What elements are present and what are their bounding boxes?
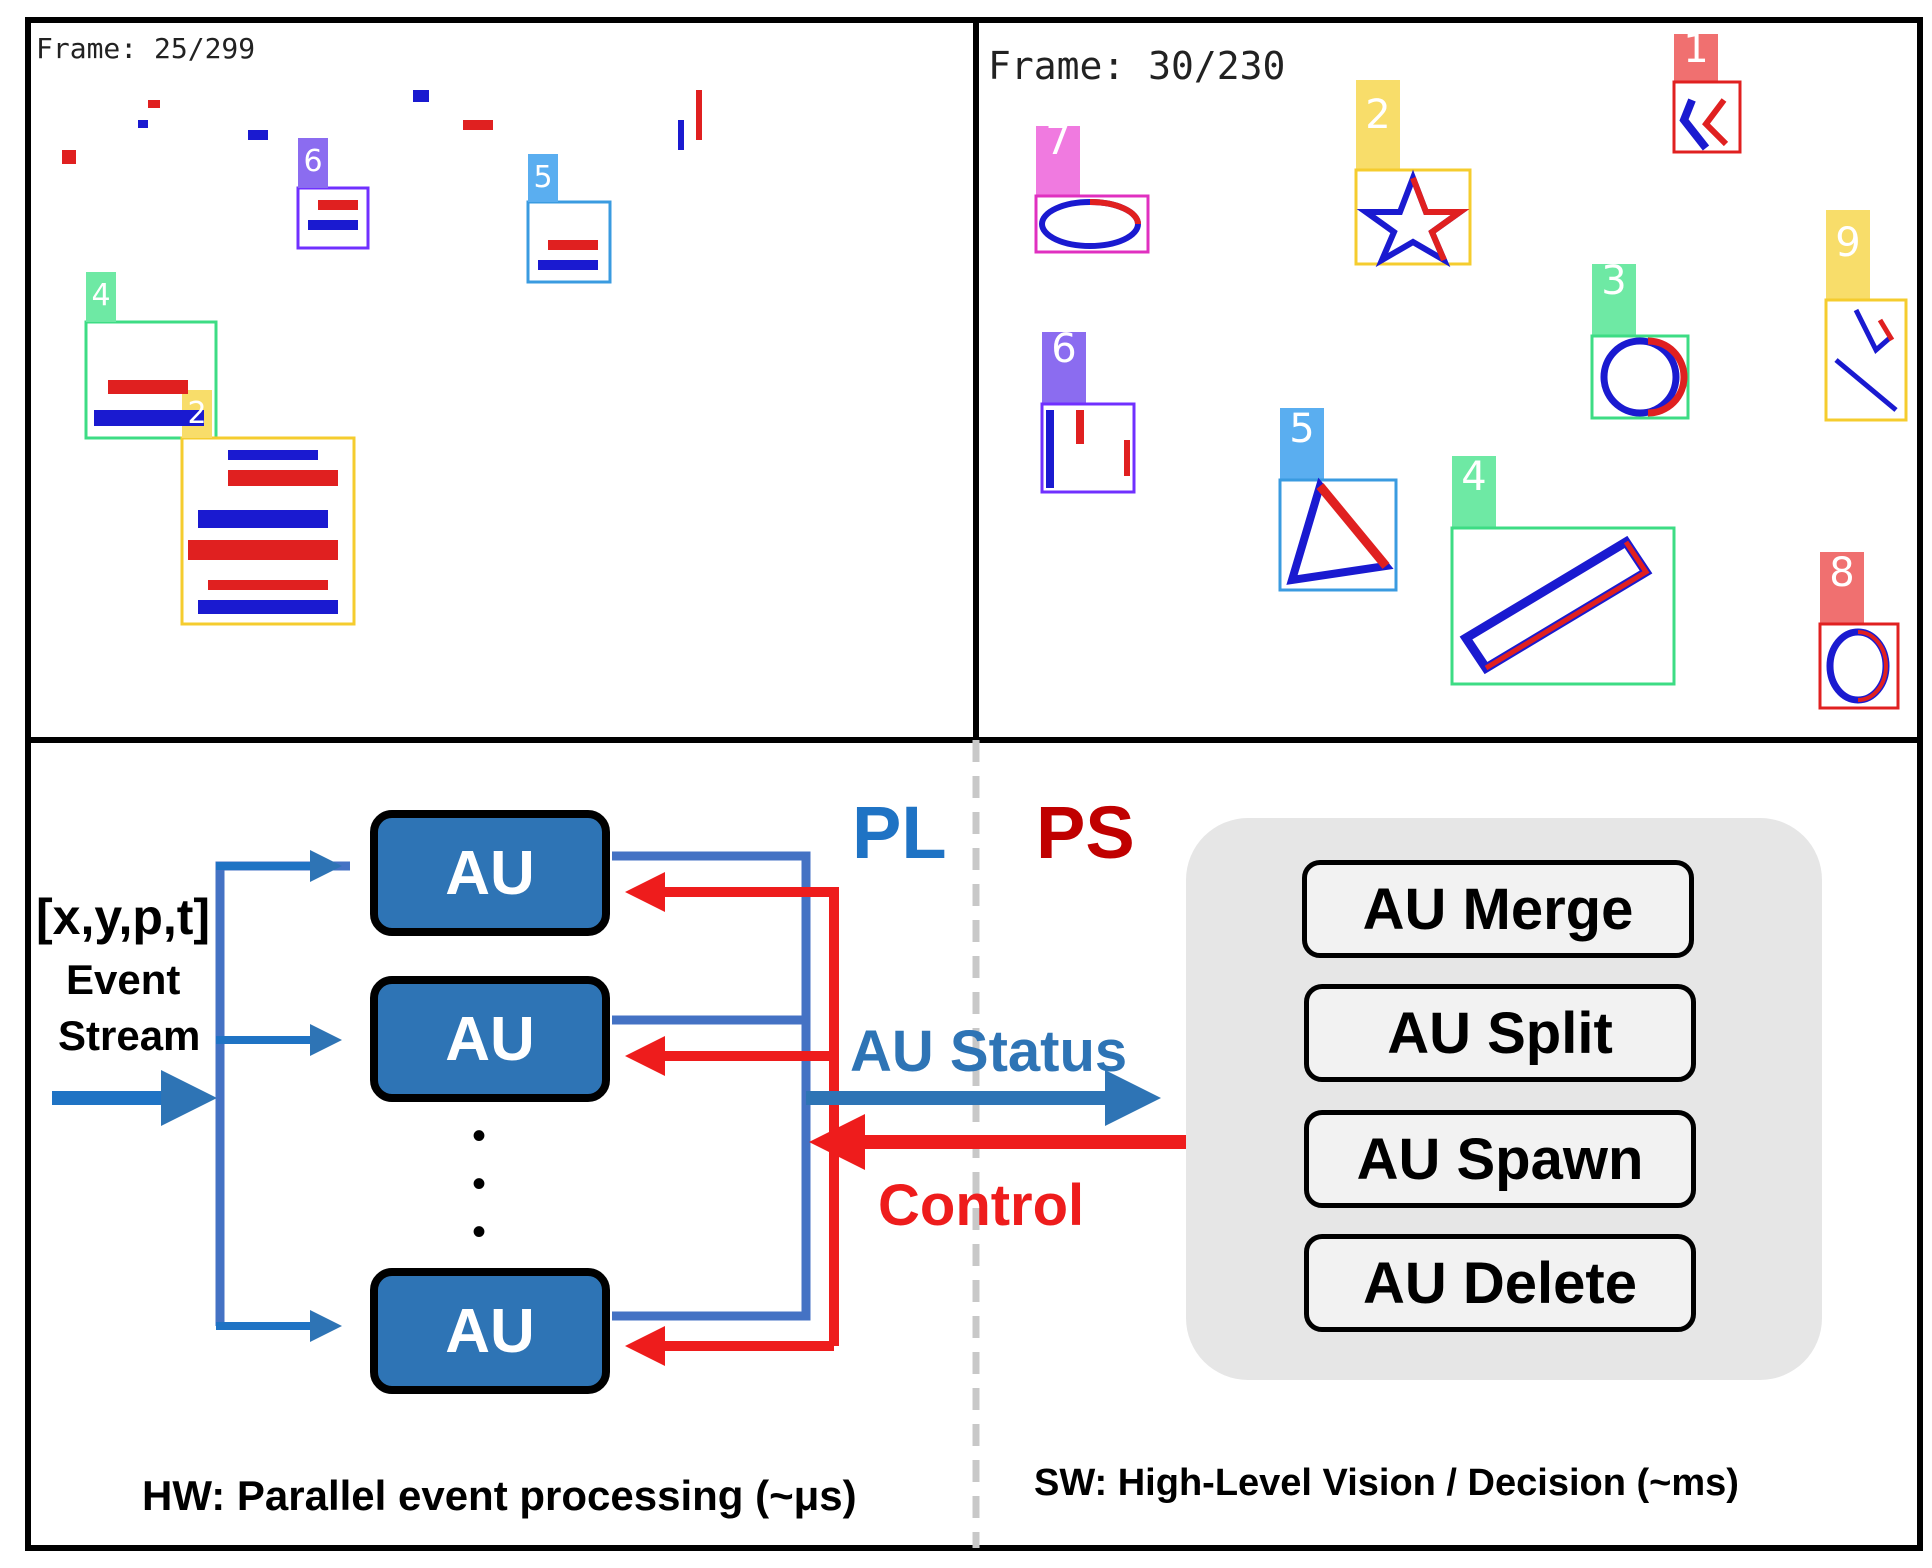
pl-label: PL [852, 791, 947, 874]
track-box-6 [1040, 402, 1136, 494]
ellipsis-dot-1: • [472, 1114, 487, 1158]
au-block-1: AU [370, 810, 610, 936]
right-tag-3: 3 [1601, 258, 1627, 304]
control-label: Control [878, 1173, 1085, 1238]
track-box-3 [1590, 334, 1690, 420]
left-tag-4: 4 [91, 278, 111, 313]
ellipsis-dot-2: • [472, 1162, 487, 1206]
track-box-5 [526, 200, 612, 284]
track-box-2 [180, 436, 356, 626]
track-box-4 [84, 320, 218, 440]
au-spawn-box: AU Spawn [1304, 1110, 1696, 1208]
sw-caption: SW: High-Level Vision / Decision (~ms) [1034, 1462, 1739, 1504]
right-tag-7: 7 [1045, 118, 1071, 164]
right-tag-9: 9 [1835, 220, 1861, 266]
track-box-4 [1450, 526, 1676, 686]
right-frame-counter: Frame: 30/230 [988, 44, 1286, 88]
input-stream-label: Stream [58, 1012, 201, 1059]
right-tag-6: 6 [1051, 326, 1077, 372]
track-box-9 [1824, 298, 1908, 422]
track-box-8 [1818, 622, 1900, 710]
input-event-label: Event [66, 956, 181, 1003]
au-merge-box: AU Merge [1302, 860, 1694, 958]
track-box-5 [1278, 478, 1398, 592]
track-box-7 [1034, 194, 1150, 254]
hw-caption: HW: Parallel event processing (~μs) [142, 1472, 857, 1519]
left-tag-6: 6 [303, 144, 323, 179]
right-tag-2: 2 [1365, 92, 1391, 138]
left-frame-counter: Frame: 25/299 [36, 32, 256, 65]
right-tag-8: 8 [1829, 550, 1855, 596]
right-tag-5: 5 [1289, 406, 1315, 452]
ellipsis-dot-3: • [472, 1210, 487, 1254]
left-event-canvas [62, 90, 702, 626]
ps-label: PS [1036, 791, 1135, 874]
right-tag-4: 4 [1461, 454, 1487, 500]
left-tag-2: 2 [187, 396, 207, 431]
track-box-1 [1672, 80, 1742, 154]
right-tag-1: 1 [1683, 26, 1709, 72]
track-box-6 [296, 186, 370, 250]
au-status-label: AU Status [850, 1019, 1128, 1084]
right-event-canvas [1034, 34, 1908, 710]
au-block-n: AU [370, 1268, 610, 1394]
au-block-2: AU [370, 976, 610, 1102]
input-format-label: [x,y,p,t] [36, 889, 211, 945]
au-split-box: AU Split [1304, 984, 1696, 1082]
au-delete-box: AU Delete [1304, 1234, 1696, 1332]
left-tag-5: 5 [533, 160, 553, 195]
